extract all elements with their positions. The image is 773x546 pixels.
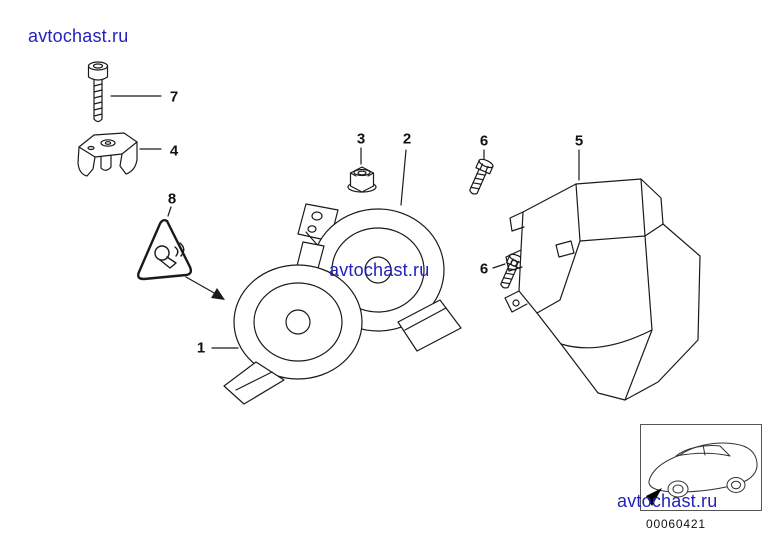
callout-7: 7 <box>169 88 179 106</box>
car-location-arrow-icon <box>646 488 662 506</box>
car-thumbnail <box>640 424 762 511</box>
callout-6-upper: 6 <box>479 132 489 150</box>
nut-drawing <box>347 166 377 193</box>
callout-8: 8 <box>167 190 177 208</box>
callout-1: 1 <box>196 339 206 357</box>
cover-drawing <box>504 178 701 401</box>
callout-2: 2 <box>402 130 412 148</box>
leader-lines <box>110 95 580 349</box>
watermark-center: avtochast.ru <box>329 260 430 280</box>
callout-4: 4 <box>169 142 179 160</box>
diagram-number: 00060421 <box>646 517 706 531</box>
pointer-arrow <box>185 276 225 300</box>
callout-5: 5 <box>574 132 584 150</box>
warning-triangle-drawing <box>136 218 193 281</box>
bracket-drawing <box>77 132 138 177</box>
horn-front-drawing <box>223 241 363 405</box>
watermark-top-left: avtochast.ru <box>28 26 129 46</box>
bolt-upper-drawing <box>469 158 494 195</box>
watermark-bottom-right: avtochast.ru <box>617 491 718 511</box>
callout-3: 3 <box>356 130 366 148</box>
screw-drawing <box>87 61 109 123</box>
callout-6-lower: 6 <box>479 260 489 278</box>
